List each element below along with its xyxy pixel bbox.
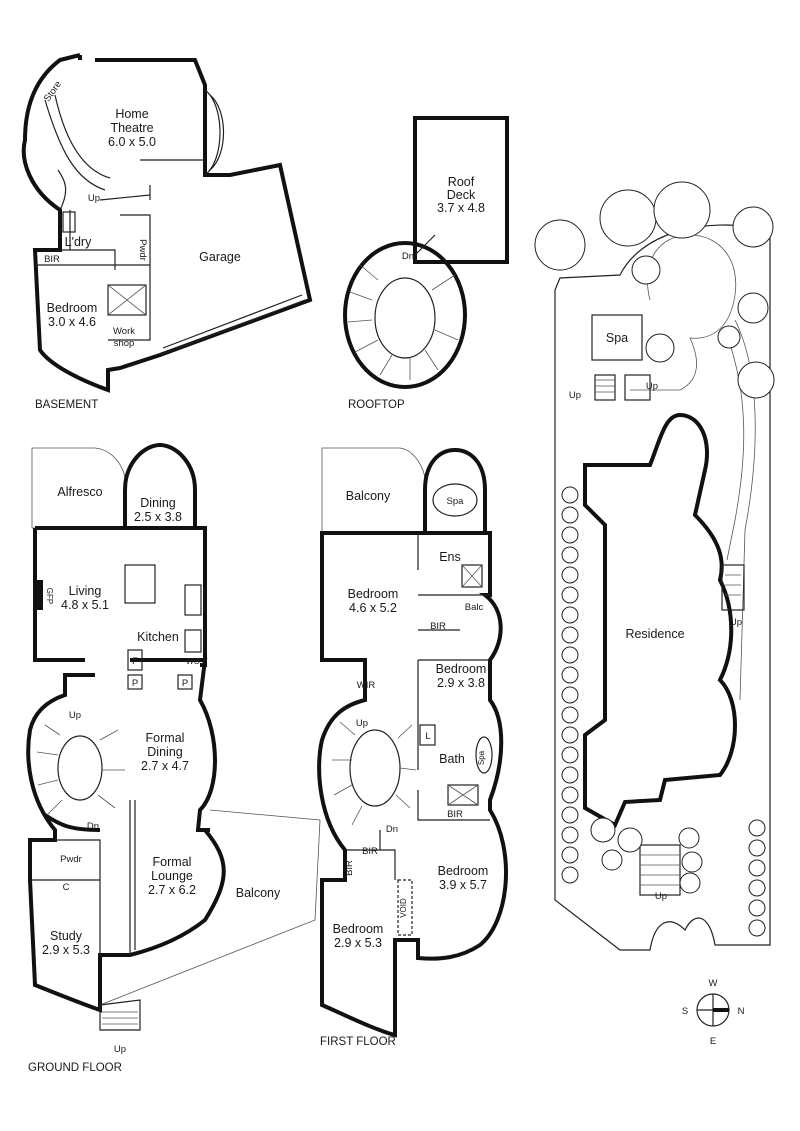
ground-stair-up-label: Up <box>69 710 81 721</box>
alfresco-label: Alfresco <box>57 485 102 499</box>
kitchen-label: Kitchen <box>137 630 179 644</box>
laundry-label: L'dry <box>65 235 92 249</box>
site-up-front-label: Up <box>655 891 667 902</box>
roof-deck-size: 3.7 x 4.8 <box>437 201 485 215</box>
garage-label: Garage <box>199 250 241 264</box>
site-spa-label: Spa <box>606 331 628 345</box>
first-spa-label: Spa <box>447 496 465 507</box>
entry-stair-up-label: Up <box>114 1044 126 1055</box>
closet-label: C <box>63 882 70 893</box>
bedroom-3-size: 3.9 x 5.7 <box>439 878 487 892</box>
dining-label: Dining <box>140 496 175 510</box>
rooftop-title: ROOFTOP <box>348 399 405 411</box>
compass: W E S N <box>682 978 745 1047</box>
first-stair-up-label: Up <box>356 718 368 729</box>
formal-dining-label: Formal <box>146 731 185 745</box>
site-plan: Spa Up Up Residence Up Up <box>534 181 775 951</box>
home-theatre-label-2: Theatre <box>110 121 153 135</box>
residence-label: Residence <box>625 627 684 641</box>
rooftop-stair-down-label: Dn <box>402 251 414 262</box>
linen-label: L <box>425 731 430 742</box>
ground-stair-down-label: Dn <box>87 821 99 832</box>
site-up-left-label: Up <box>569 390 581 401</box>
first-bir-2-label: BIR <box>447 809 463 820</box>
compass-north: N <box>738 1006 745 1017</box>
bedroom-4-size: 2.9 x 5.3 <box>334 936 382 950</box>
fridge-label: F <box>132 656 138 667</box>
first-stair-down-label: Dn <box>386 824 398 835</box>
basement-bedroom-label: Bedroom <box>47 301 98 315</box>
basement-bir-label: BIR <box>44 254 60 265</box>
first-floor-plan: Balcony Spa Ens Bedroom 4.6 x 5.2 Balc B… <box>317 447 508 1048</box>
dining-size: 2.5 x 3.8 <box>134 510 182 524</box>
study-label: Study <box>50 929 83 943</box>
basement-stair-up-label: Up <box>88 193 100 204</box>
bedroom-2-label: Bedroom <box>436 662 487 676</box>
workshop-label-2: shop <box>114 338 135 349</box>
bath-label: Bath <box>439 752 465 766</box>
first-floor-title: FIRST FLOOR <box>320 1036 396 1048</box>
wall-oven-label: WO <box>186 657 200 666</box>
gfp-label: GFP <box>45 588 54 604</box>
basement-powder-label: Pwdr <box>137 239 148 261</box>
compass-south: S <box>682 1006 688 1017</box>
site-up-drive-label: Up <box>730 617 742 628</box>
basement-plan: Home Theatre 6.0 x 5.0 Store Up L'dry BI… <box>21 53 313 411</box>
study-size: 2.9 x 5.3 <box>42 943 90 957</box>
bedroom-1-size: 4.6 x 5.2 <box>349 601 397 615</box>
home-theatre-label: Home <box>115 107 148 121</box>
bedroom-2-size: 2.9 x 3.8 <box>437 676 485 690</box>
pantry-label-2: P <box>182 678 188 689</box>
home-theatre-size: 6.0 x 5.0 <box>108 135 156 149</box>
compass-west: W <box>709 978 718 989</box>
ground-floor-title: GROUND FLOOR <box>28 1062 122 1074</box>
bath-spa-label: Spa <box>477 750 486 765</box>
first-bir-label: BIR <box>430 621 446 632</box>
living-label: Living <box>69 584 102 598</box>
pantry-label-1: P <box>132 678 138 689</box>
first-balcony-label: Balcony <box>346 489 391 503</box>
rooftop-plan: Roof Deck 3.7 x 4.8 Dn ROOFTOP <box>343 116 509 411</box>
compass-east: E <box>710 1036 716 1047</box>
site-up-right-label: Up <box>646 381 658 392</box>
ground-powder-label: Pwdr <box>60 854 82 865</box>
roof-deck-label-2: Deck <box>447 188 476 202</box>
basement-bedroom-size: 3.0 x 4.6 <box>48 315 96 329</box>
wir-label: WIR <box>357 680 376 691</box>
first-bir-3-label: BIR <box>362 846 378 857</box>
store-label: Store <box>42 79 64 104</box>
basement-title: BASEMENT <box>35 399 98 411</box>
workshop-label: Work <box>113 326 135 337</box>
formal-lounge-label-2: Lounge <box>151 869 193 883</box>
void-label: VOID <box>399 898 408 918</box>
roof-deck-label: Roof <box>448 175 475 189</box>
formal-dining-label-2: Dining <box>147 745 182 759</box>
balc-label: Balc <box>465 602 484 613</box>
formal-lounge-label: Formal <box>153 855 192 869</box>
ground-floor-plan: Alfresco Dining 2.5 x 3.8 Living 4.8 x 5… <box>26 442 321 1074</box>
first-bir-4-label: BIR <box>344 860 355 876</box>
formal-dining-size: 2.7 x 4.7 <box>141 759 189 773</box>
bedroom-1-label: Bedroom <box>348 587 399 601</box>
living-size: 4.8 x 5.1 <box>61 598 109 612</box>
formal-lounge-size: 2.7 x 6.2 <box>148 883 196 897</box>
ground-balcony-label: Balcony <box>236 886 281 900</box>
ensuite-label: Ens <box>439 550 461 564</box>
bedroom-4-label: Bedroom <box>333 922 384 936</box>
bedroom-3-label: Bedroom <box>438 864 489 878</box>
